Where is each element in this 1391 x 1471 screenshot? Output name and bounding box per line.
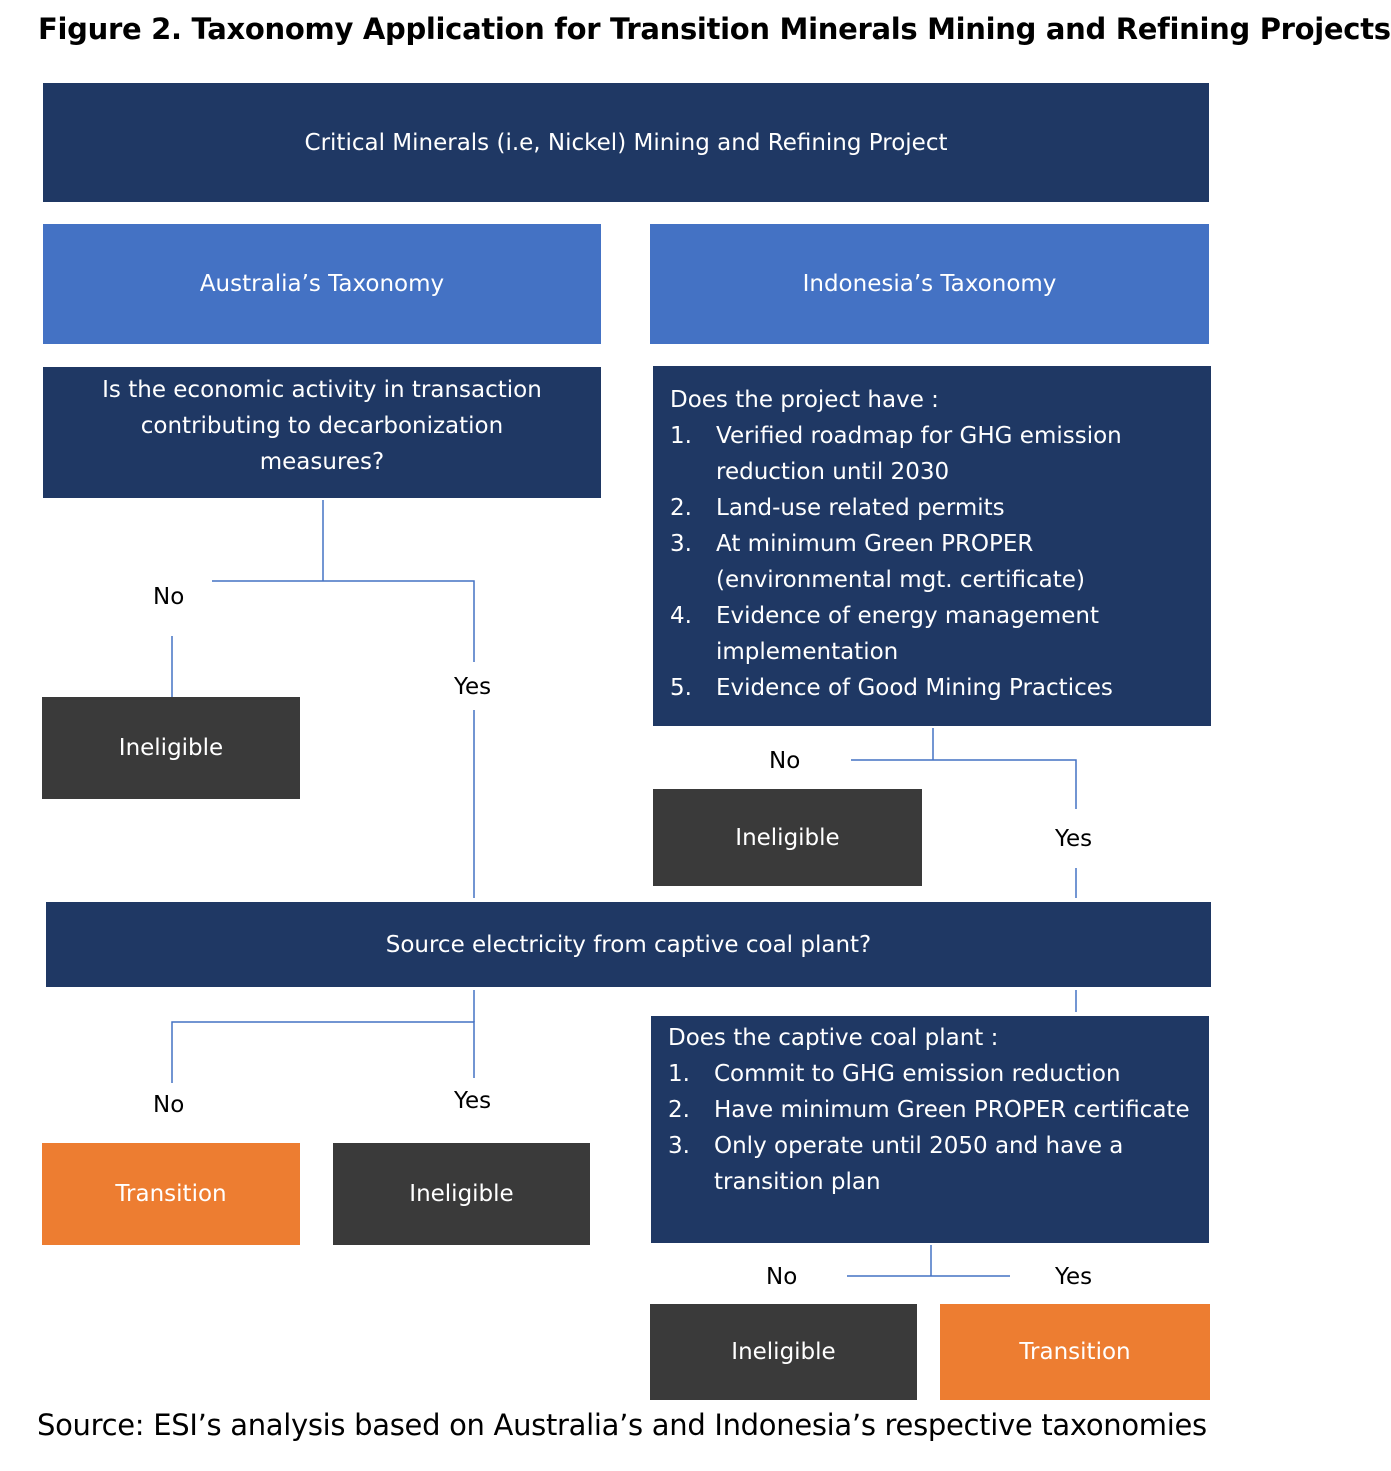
coal-question-box: Source electricity from captive coal pla… bbox=[46, 902, 1211, 987]
source-note: Source: ESI’s analysis based on Australi… bbox=[37, 1408, 1207, 1442]
coal-plant-question-box: Does the captive coal plant : 1. Commit … bbox=[651, 1016, 1209, 1243]
list-item-text: Evidence of Good Mining Practices bbox=[716, 675, 1113, 701]
indonesia-question-box: Does the project have : 1. Verified road… bbox=[653, 366, 1211, 726]
list-item-number: 2. bbox=[670, 495, 692, 521]
list-item-text: Verified roadmap for GHG emission reduct… bbox=[716, 423, 1122, 485]
list-item-number: 1. bbox=[668, 1061, 690, 1087]
list-item-text: Have minimum Green PROPER certificate bbox=[714, 1097, 1190, 1123]
coal-yes-label: Yes bbox=[454, 1088, 492, 1114]
au-ineligible-box: Ineligible bbox=[42, 697, 300, 799]
list-item-number: 3. bbox=[668, 1133, 690, 1159]
list-item-text: Commit to GHG emission reduction bbox=[714, 1061, 1121, 1087]
plant-yes-transition-box: Transition bbox=[940, 1304, 1210, 1400]
list-item: 2. Have minimum Green PROPER certificate bbox=[668, 1092, 1197, 1128]
connector-id-branch-bar bbox=[851, 759, 1077, 809]
indonesia-criteria-list: 1. Verified roadmap for GHG emission red… bbox=[670, 418, 1199, 706]
list-item-number: 2. bbox=[668, 1097, 690, 1123]
plant-yes-label: Yes bbox=[1055, 1264, 1093, 1290]
list-item-text: At minimum Green PROPER (environmental m… bbox=[716, 531, 1085, 593]
list-item-number: 1. bbox=[670, 423, 692, 449]
australia-question-box: Is the economic activity in transaction … bbox=[43, 367, 601, 498]
connector-lines bbox=[171, 500, 1077, 1277]
list-item: 4. Evidence of energy management impleme… bbox=[670, 598, 1199, 670]
australia-taxonomy-box: Australia’s Taxonomy bbox=[43, 224, 601, 344]
connector-coal-branch-bar bbox=[171, 1021, 475, 1083]
coal-no-label: No bbox=[153, 1092, 185, 1118]
indonesia-taxonomy-box: Indonesia’s Taxonomy bbox=[650, 224, 1209, 344]
coal-no-transition-box: Transition bbox=[42, 1143, 300, 1245]
coal-plant-criteria-list: 1. Commit to GHG emission reduction 2. H… bbox=[668, 1056, 1197, 1200]
project-box: Critical Minerals (i.e, Nickel) Mining a… bbox=[43, 83, 1209, 202]
id-no-label: No bbox=[769, 748, 801, 774]
coal-yes-ineligible-box: Ineligible bbox=[333, 1143, 590, 1245]
coal-plant-question-intro: Does the captive coal plant : bbox=[668, 1025, 999, 1051]
list-item-number: 3. bbox=[670, 531, 692, 557]
id-ineligible-box: Ineligible bbox=[653, 789, 922, 886]
list-item: 2. Land-use related permits bbox=[670, 490, 1199, 526]
plant-no-ineligible-box: Ineligible bbox=[650, 1304, 917, 1400]
au-yes-label: Yes bbox=[454, 674, 492, 700]
list-item: 3. Only operate until 2050 and have a tr… bbox=[668, 1128, 1197, 1200]
list-item-text: Land-use related permits bbox=[716, 495, 1005, 521]
list-item-number: 4. bbox=[670, 603, 692, 629]
plant-no-label: No bbox=[766, 1264, 798, 1290]
figure-title: Figure 2. Taxonomy Application for Trans… bbox=[38, 12, 1391, 46]
id-yes-label: Yes bbox=[1055, 826, 1093, 852]
list-item: 1. Verified roadmap for GHG emission red… bbox=[670, 418, 1199, 490]
list-item-text: Evidence of energy management implementa… bbox=[716, 603, 1099, 665]
list-item-text: Only operate until 2050 and have a trans… bbox=[714, 1133, 1124, 1195]
indonesia-question-intro: Does the project have : bbox=[670, 387, 939, 413]
list-item: 1. Commit to GHG emission reduction bbox=[668, 1056, 1197, 1092]
list-item-number: 5. bbox=[670, 675, 692, 701]
au-no-label: No bbox=[153, 584, 185, 610]
list-item: 3. At minimum Green PROPER (environmenta… bbox=[670, 526, 1199, 598]
connector-au-branch-bar bbox=[212, 580, 475, 662]
list-item: 5. Evidence of Good Mining Practices bbox=[670, 670, 1199, 706]
